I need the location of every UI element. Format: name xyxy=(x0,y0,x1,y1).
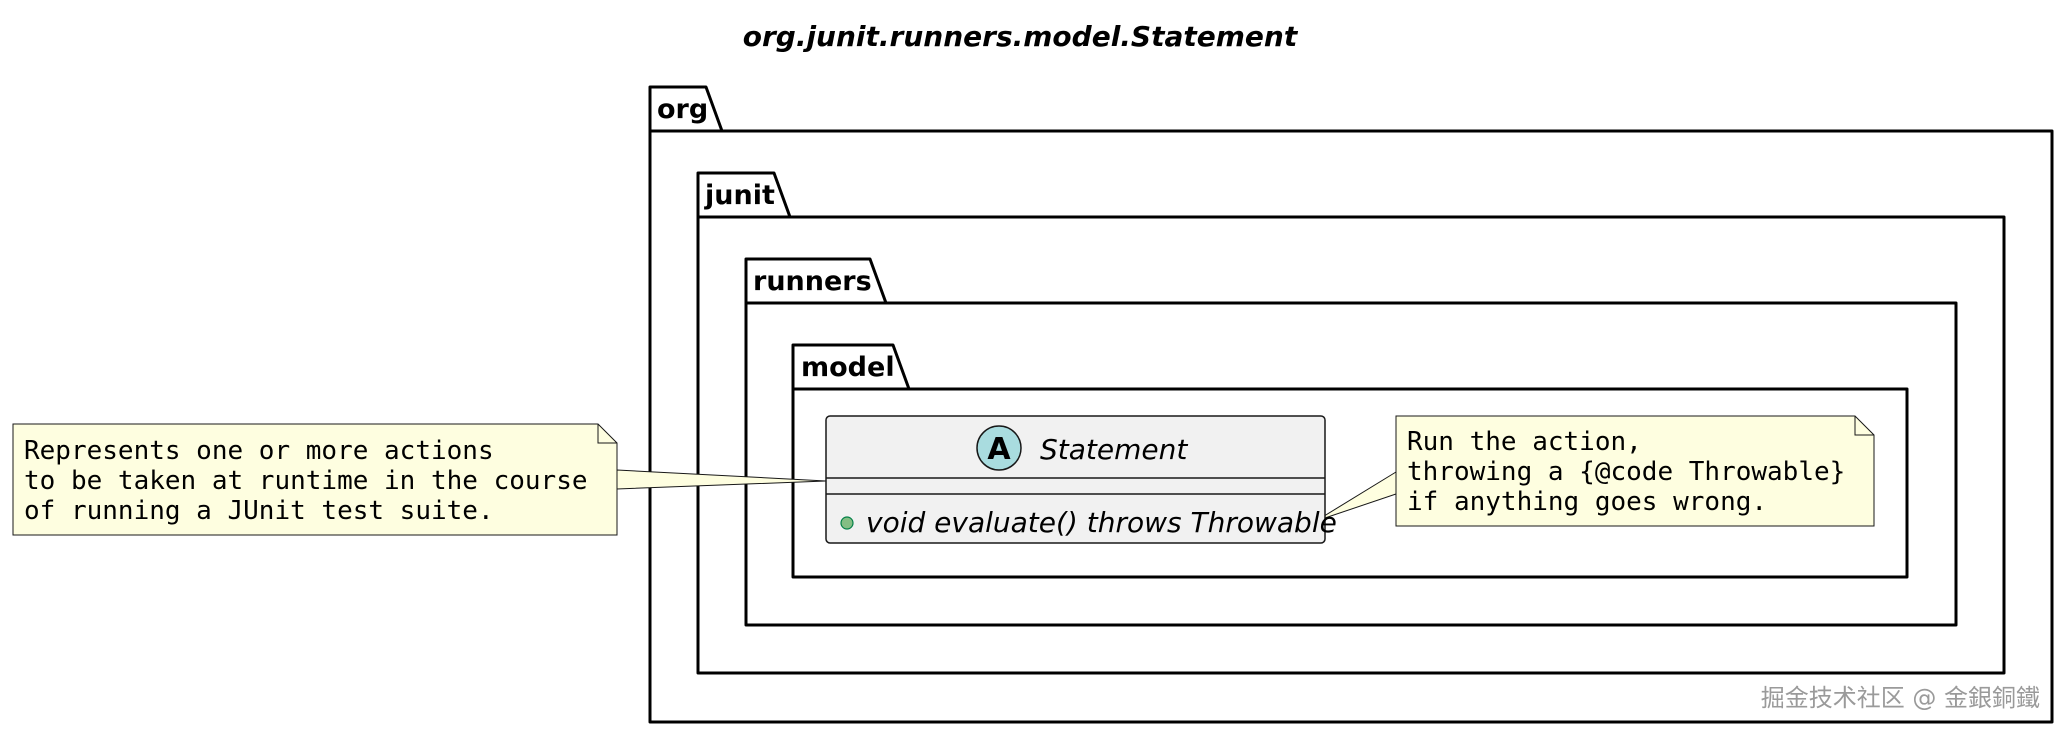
package-org-label: org xyxy=(657,94,708,125)
package-junit: junit xyxy=(696,171,2006,675)
class-note: Represents one or more actions to be tak… xyxy=(12,423,618,536)
class-note-connector xyxy=(616,469,827,490)
watermark: 掘金技术社区 @ 金銀銅鐵 xyxy=(1761,684,2040,712)
method-note-line-2: throwing a {@code Throwable} xyxy=(1407,457,1845,487)
class-note-line-1: Represents one or more actions xyxy=(24,436,494,466)
package-org: org xyxy=(648,85,2054,724)
package-model: model xyxy=(791,343,1909,579)
package-model-label: model xyxy=(801,352,895,383)
method-note-line-3: if anything goes wrong. xyxy=(1407,487,1767,517)
package-runners-label: runners xyxy=(753,266,872,297)
package-junit-label: junit xyxy=(704,180,775,211)
class-note-line-2: to be taken at runtime in the course xyxy=(24,466,588,496)
class-name: Statement xyxy=(1040,433,1188,466)
class-note-line-3: of running a JUnit test suite. xyxy=(24,496,494,526)
stereotype-letter: A xyxy=(987,432,1011,467)
public-visibility-icon xyxy=(840,516,854,530)
class-statement: A Statement void evaluate() throws Throw… xyxy=(825,415,1337,544)
diagram-title: org.junit.runners.model.Statement xyxy=(743,20,1299,53)
method-note-line-1: Run the action, xyxy=(1407,427,1642,457)
package-runners: runners xyxy=(744,257,1958,627)
method-note: Run the action, throwing a {@code Throwa… xyxy=(1395,415,1875,527)
method-evaluate: void evaluate() throws Throwable xyxy=(866,506,1337,539)
abstract-stereotype-icon: A xyxy=(976,425,1022,471)
